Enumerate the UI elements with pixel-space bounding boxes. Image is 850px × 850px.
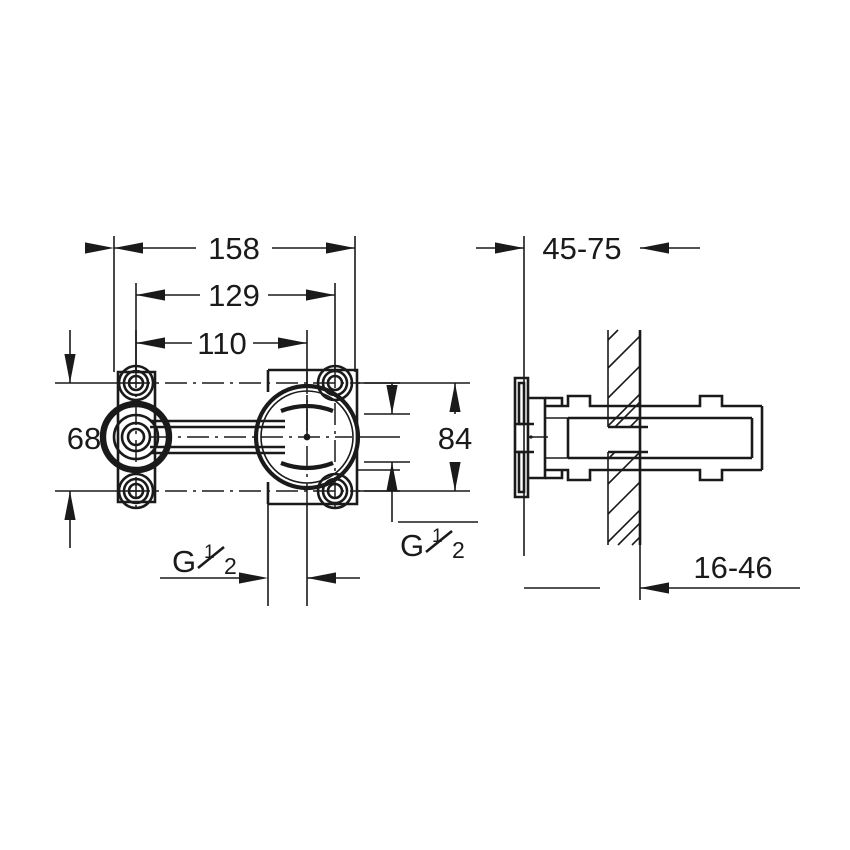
thread-denominator-left: 2 (224, 553, 237, 579)
cartridge-circle (253, 383, 361, 491)
thread-prefix-left: G (172, 544, 196, 579)
wall-section (607, 329, 648, 546)
thread-denominator-right: 2 (452, 537, 465, 563)
thread-label-lower-left: G 1 2 (160, 504, 360, 606)
fixing-boss-top-left (117, 364, 155, 402)
fixing-boss-bottom-left (117, 472, 155, 510)
side-section-view: 45-75 (476, 231, 800, 600)
fixing-boss-top-right (316, 364, 354, 402)
dimension-width-overall: 158 (85, 231, 356, 372)
fixing-boss-bottom-right (316, 472, 354, 510)
dimension-projection-range: 16-46 (639, 545, 800, 600)
dimension-label-158: 158 (208, 231, 260, 266)
left-inlet-boss (99, 400, 173, 474)
dimension-height-left: 68 (55, 330, 140, 548)
thread-numerator-right: 1 (432, 526, 443, 547)
dimension-label-110: 110 (197, 326, 246, 361)
thread-numerator-left: 1 (204, 542, 215, 563)
thread-label-lower-right: G 1 2 (391, 491, 478, 563)
dimension-label-16-46: 16-46 (693, 550, 772, 585)
dimension-label-68: 68 (67, 421, 101, 456)
dimension-height-overall: 84 (364, 382, 472, 492)
escutcheon-flange (513, 376, 548, 499)
dimension-label-84: 84 (438, 421, 472, 456)
dimension-label-129: 129 (208, 278, 260, 313)
thread-prefix-right: G (400, 528, 424, 563)
side-body-profile (545, 394, 764, 482)
dimension-label-45-75: 45-75 (542, 231, 621, 266)
front-view: 158 129 110 (55, 231, 478, 606)
